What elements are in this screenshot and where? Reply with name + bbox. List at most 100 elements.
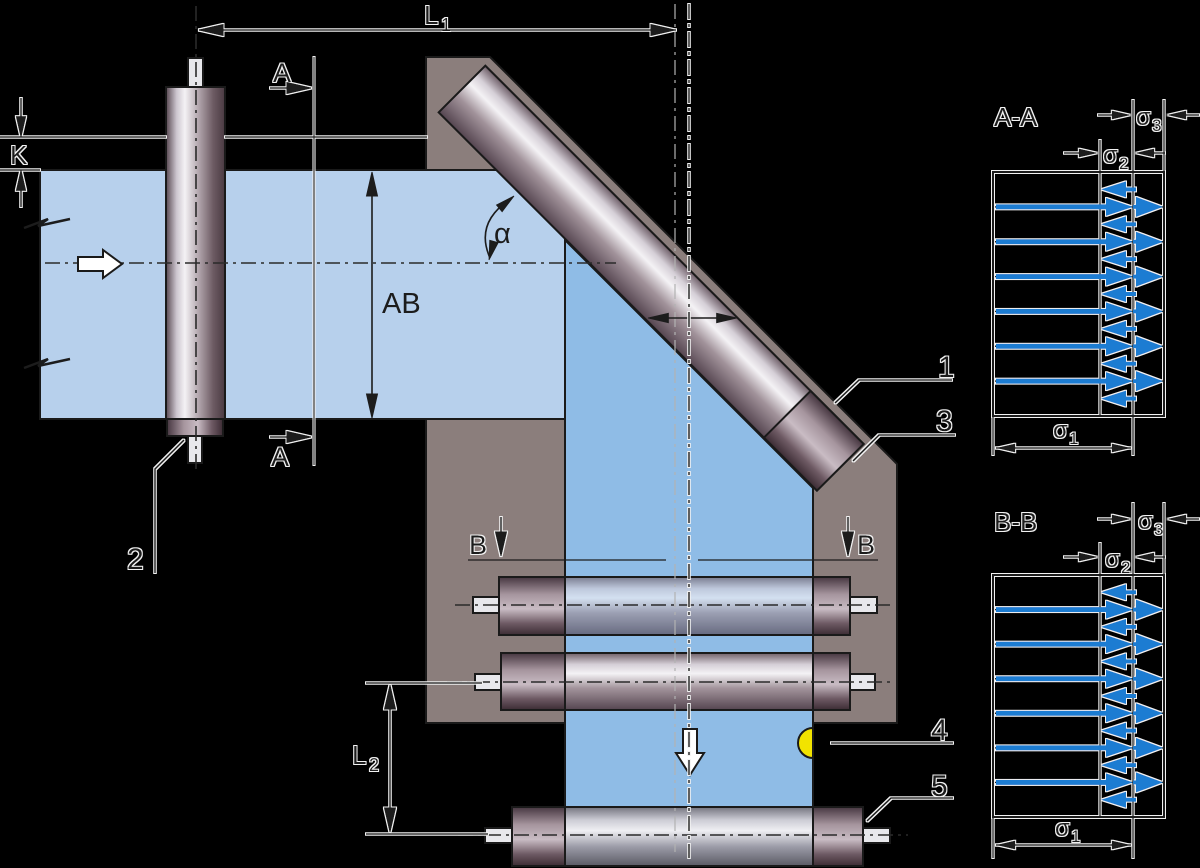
- flow-arrow: [1122, 292, 1136, 296]
- flow-arrow: [996, 676, 1112, 682]
- flow-arrow: [1106, 337, 1133, 356]
- dim-label-l2: L: [352, 740, 366, 770]
- flow-arrow: [1122, 396, 1136, 401]
- dim-L2: L 2: [352, 682, 488, 835]
- dim-label-l1-sub: 1: [441, 15, 451, 35]
- dim-L1: L 1: [198, 0, 676, 36]
- flow-arrow: [1122, 590, 1136, 595]
- aa-sigma1-label: σ: [1053, 417, 1068, 444]
- bb-sigma1-sub: 1: [1071, 827, 1080, 846]
- part-leaders: [154, 379, 955, 822]
- bb-sigma2-label: σ: [1105, 546, 1120, 573]
- flow-arrow: [1101, 286, 1126, 302]
- aa-sigma2-sub: 2: [1119, 154, 1128, 173]
- flow-arrow: [996, 779, 1112, 785]
- section-aa-title: A-A: [994, 102, 1038, 132]
- section-marker-b-right: B: [842, 517, 875, 560]
- inner-dimensions: AB α: [366, 171, 878, 561]
- leader-part1: [834, 379, 952, 404]
- flow-down-arrow-icon: [674, 728, 706, 777]
- flow-arrow: [1136, 301, 1163, 322]
- roller-body: [511, 806, 864, 867]
- dim-label-k: K: [10, 140, 28, 170]
- yellow-marker: [797, 726, 814, 760]
- flow-arrow: [1106, 600, 1133, 619]
- flow-in-arrow-icon: [77, 248, 124, 280]
- flow-arrow: [996, 274, 1112, 280]
- flow-arrow: [1136, 336, 1163, 357]
- flow-arrow: [1136, 703, 1163, 724]
- bottom-roller: [484, 806, 891, 867]
- flow-arrow: [1106, 302, 1133, 321]
- alpha-angle-label: α: [494, 218, 511, 250]
- flow-arrow: [1106, 197, 1133, 216]
- flow-arrow: [1106, 232, 1133, 251]
- flow-arrow: [1106, 773, 1133, 792]
- duct-horizontal: [39, 169, 566, 420]
- roller-cap-left: [498, 576, 566, 636]
- ab-dim-label: AB: [382, 288, 421, 320]
- aa-sigma3-label: σ: [1136, 104, 1151, 131]
- flow-arrow: [1106, 635, 1133, 654]
- part-number-4: 4: [931, 714, 948, 747]
- aa-profile-box: [992, 171, 1165, 417]
- roller-cap-bottom: [166, 418, 224, 437]
- aa-sigma2-label: σ: [1103, 142, 1118, 169]
- section-view-aa: A-A σ 3 σ 2 σ 1: [992, 100, 1199, 455]
- flow-arrow: [1106, 738, 1133, 757]
- bb-velocity-profile: [995, 584, 1163, 808]
- part-number-1: 1: [938, 351, 955, 384]
- flow-arrow: [1136, 668, 1163, 689]
- bb-sigma2-sub: 2: [1121, 558, 1130, 577]
- flow-arrow: [1106, 372, 1133, 391]
- flow-arrow: [1122, 728, 1136, 733]
- aa-sigma1-sub: 1: [1069, 429, 1078, 448]
- part-number-2: 2: [127, 543, 144, 576]
- flow-arrow: [1122, 763, 1136, 768]
- flow-arrow: [1136, 231, 1163, 252]
- centerlines: [45, 6, 908, 836]
- part-number-3: 3: [936, 405, 953, 438]
- roller-cap-left: [511, 806, 566, 867]
- break-marks: [23, 217, 71, 370]
- flow-arrow: [996, 308, 1112, 314]
- flow-arrow: [1136, 371, 1163, 392]
- flow-arrow: [1101, 688, 1126, 704]
- flow-arrow: [1101, 791, 1126, 808]
- roller-cap-right: [812, 806, 864, 867]
- flow-arrow: [1122, 222, 1136, 227]
- flow-arrow: [1122, 187, 1136, 192]
- flow-arrow: [996, 641, 1112, 647]
- flow-arrow: [1122, 326, 1136, 331]
- flow-arrow: [1122, 694, 1136, 698]
- flow-arrow: [1101, 757, 1126, 774]
- dim-K: K: [0, 98, 427, 207]
- flow-arrow: [1122, 797, 1136, 802]
- flow-arrow: [996, 607, 1112, 613]
- section-label-b-right: B: [857, 530, 875, 560]
- bb-sigma1-label: σ: [1055, 815, 1070, 842]
- flow-arrow: [1136, 737, 1163, 758]
- flow-arrow: [1136, 634, 1163, 655]
- leader-part3: [852, 434, 955, 462]
- flow-arrow: [1122, 659, 1136, 664]
- flow-arrow: [1136, 599, 1163, 620]
- flow-arrow: [1101, 584, 1126, 601]
- outer-annotations: K L 1 L 2 A A: [0, 0, 955, 858]
- flow-arrow: [1101, 216, 1126, 233]
- flow-arrow: [1106, 669, 1133, 688]
- aa-velocity-profile: [995, 181, 1163, 407]
- dim-label-l2-sub: 2: [369, 755, 379, 775]
- dim-label-l1: L: [424, 0, 438, 30]
- flow-arrow: [1122, 624, 1136, 629]
- flow-arrow: [996, 745, 1112, 751]
- bb-profile-box: [992, 574, 1165, 818]
- part-number-5: 5: [931, 770, 948, 803]
- aa-sigma3-sub: 3: [1152, 116, 1161, 135]
- section-marker-a-bottom: A: [270, 431, 312, 472]
- leader-part5: [866, 797, 953, 822]
- flow-arrow: [996, 710, 1112, 716]
- feed-roller-vertical: [165, 57, 226, 464]
